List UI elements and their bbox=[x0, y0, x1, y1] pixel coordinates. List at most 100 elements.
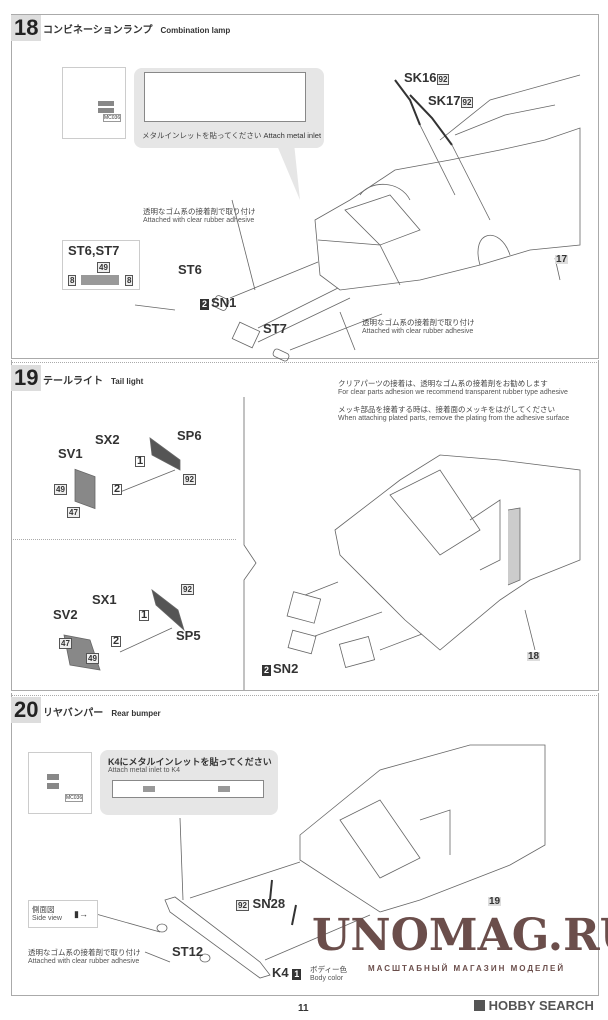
part-label-sp5: SP5 bbox=[176, 628, 201, 643]
color-code: 8 bbox=[125, 275, 134, 286]
arrow-right-icon: ▮→ bbox=[74, 909, 88, 919]
tree-badge: 2 bbox=[200, 299, 210, 310]
part-label-sv1: SV1 bbox=[58, 446, 83, 461]
step-title: テールライト Tail light bbox=[43, 372, 143, 387]
note-jp: クリアパーツの接着は、透明なゴム系の接着剤をお勧めします bbox=[338, 379, 548, 388]
step-title-jp: リヤバンパー bbox=[43, 708, 104, 719]
adhesive-en: Attached with clear rubber adhesive bbox=[362, 328, 474, 335]
part-label-sv2: SV2 bbox=[53, 607, 78, 622]
palette-code: MC036 bbox=[103, 114, 122, 122]
grille-illustration bbox=[144, 72, 306, 122]
watermark: UNOMAG.RU bbox=[312, 910, 608, 961]
step-title: リヤバンパー Rear bumper bbox=[43, 704, 161, 719]
bubble-text-en: Attach metal inlet bbox=[263, 131, 322, 140]
label-text: K4 bbox=[272, 965, 289, 980]
part-sv1 bbox=[74, 468, 96, 510]
part-sn2-center bbox=[287, 629, 317, 655]
part-label-sx1: SX1 bbox=[92, 592, 117, 607]
part-sp5 bbox=[151, 588, 185, 632]
color-code: 92 bbox=[436, 74, 450, 85]
color-code: 92 bbox=[183, 474, 196, 485]
adhesive-en: Attached with clear rubber adhesive bbox=[143, 217, 255, 224]
color-palette: MC036 bbox=[28, 752, 92, 814]
adhesive-jp: 透明なゴム系の接着剤で取り付け bbox=[362, 318, 475, 327]
label-text: SN2 bbox=[273, 661, 299, 676]
step-title: コンビネーションランプ Combination lamp bbox=[43, 21, 230, 36]
part-label-sp6: SP6 bbox=[177, 428, 202, 443]
step-title-en: Rear bumper bbox=[111, 709, 161, 718]
label-text: SK17 bbox=[428, 93, 461, 108]
step-marker: 1 bbox=[135, 455, 146, 467]
lens-illustration bbox=[81, 275, 119, 285]
note-en: For clear parts adhesion we recommend tr… bbox=[338, 389, 568, 396]
note-en: When attaching plated parts, remove the … bbox=[338, 415, 570, 422]
page-number: 11 bbox=[298, 1003, 309, 1014]
part-st6 bbox=[212, 295, 230, 311]
color-code: 49 bbox=[97, 262, 110, 273]
part-label-st12: ST12 bbox=[172, 944, 204, 959]
label-text: SN28 bbox=[252, 896, 286, 911]
part-sn2-left bbox=[286, 591, 322, 624]
note-jp: メッキ部品を接着する時は、接着面のメッキをはがしてください bbox=[338, 405, 556, 414]
step-title-en: Tail light bbox=[111, 377, 144, 386]
color-code: 47 bbox=[67, 507, 80, 518]
part-sn1 bbox=[231, 321, 261, 349]
tree-badge: 1 bbox=[292, 969, 302, 980]
palette-code: MC036 bbox=[65, 794, 84, 802]
step18-frame bbox=[11, 14, 599, 359]
color-code: 49 bbox=[54, 484, 67, 495]
part-sk17 bbox=[409, 94, 453, 146]
step-marker: 2 bbox=[111, 635, 122, 647]
brand-logo: HOBBY SEARCH bbox=[474, 998, 594, 1013]
bubble-text-en: Attach metal inlet to K4 bbox=[108, 767, 180, 774]
adhesive-jp: 透明なゴム系の接着剤で取り付け bbox=[143, 207, 256, 216]
bubble-text-jp: メタルインレットを貼ってください bbox=[142, 131, 262, 140]
ref-step-19: 19 bbox=[488, 896, 502, 907]
watermark-sub: МАСШТАБНЫЙ МАГАЗИН МОДЕЛЕЙ bbox=[368, 964, 566, 973]
step20-frame bbox=[11, 693, 599, 996]
step-title-jp: コンビネーションランプ bbox=[43, 25, 153, 36]
car-body-rear bbox=[334, 454, 581, 651]
color-palette: MC036 bbox=[62, 67, 126, 139]
inlet-bubble: K4にメタルインレットを貼ってください Attach metal inlet t… bbox=[100, 750, 278, 815]
step-title-en: Combination lamp bbox=[160, 26, 231, 35]
label-text: SN1 bbox=[211, 295, 237, 310]
part-label-k4: K4 1 bbox=[272, 965, 303, 980]
step-title-jp: テールライト bbox=[43, 376, 103, 387]
body-color-jp: ボディー色 bbox=[310, 965, 347, 974]
part-k4 bbox=[164, 896, 271, 979]
color-code: 49 bbox=[86, 653, 99, 664]
body-color-en: Body color bbox=[310, 975, 344, 982]
part-st7 bbox=[272, 348, 290, 362]
inlet-bubble: メタルインレットを貼ってください Attach metal inlet bbox=[134, 68, 324, 148]
step-number: 20 bbox=[11, 697, 42, 723]
ref-step-18: 18 bbox=[527, 651, 541, 662]
part-sk16 bbox=[394, 79, 421, 126]
st-inset: ST6,ST7 49 8 8 bbox=[62, 240, 140, 290]
color-code: 8 bbox=[68, 275, 77, 286]
swatch bbox=[98, 101, 114, 106]
color-code: 92 bbox=[236, 900, 249, 911]
divider bbox=[11, 362, 597, 363]
step-marker: 2 bbox=[112, 483, 123, 495]
part-label-st6: ST6 bbox=[178, 262, 202, 277]
swatch bbox=[47, 783, 59, 789]
swatch bbox=[47, 774, 59, 780]
side-view-jp: 側面図 bbox=[32, 905, 55, 914]
step19-frame bbox=[11, 360, 599, 691]
step-number: 18 bbox=[11, 15, 42, 41]
part-label-st7: ST7 bbox=[263, 321, 287, 336]
divider bbox=[11, 539, 236, 540]
tree-badge: 2 bbox=[262, 665, 272, 676]
color-code: 92 bbox=[181, 584, 194, 595]
color-code: 47 bbox=[59, 638, 72, 649]
